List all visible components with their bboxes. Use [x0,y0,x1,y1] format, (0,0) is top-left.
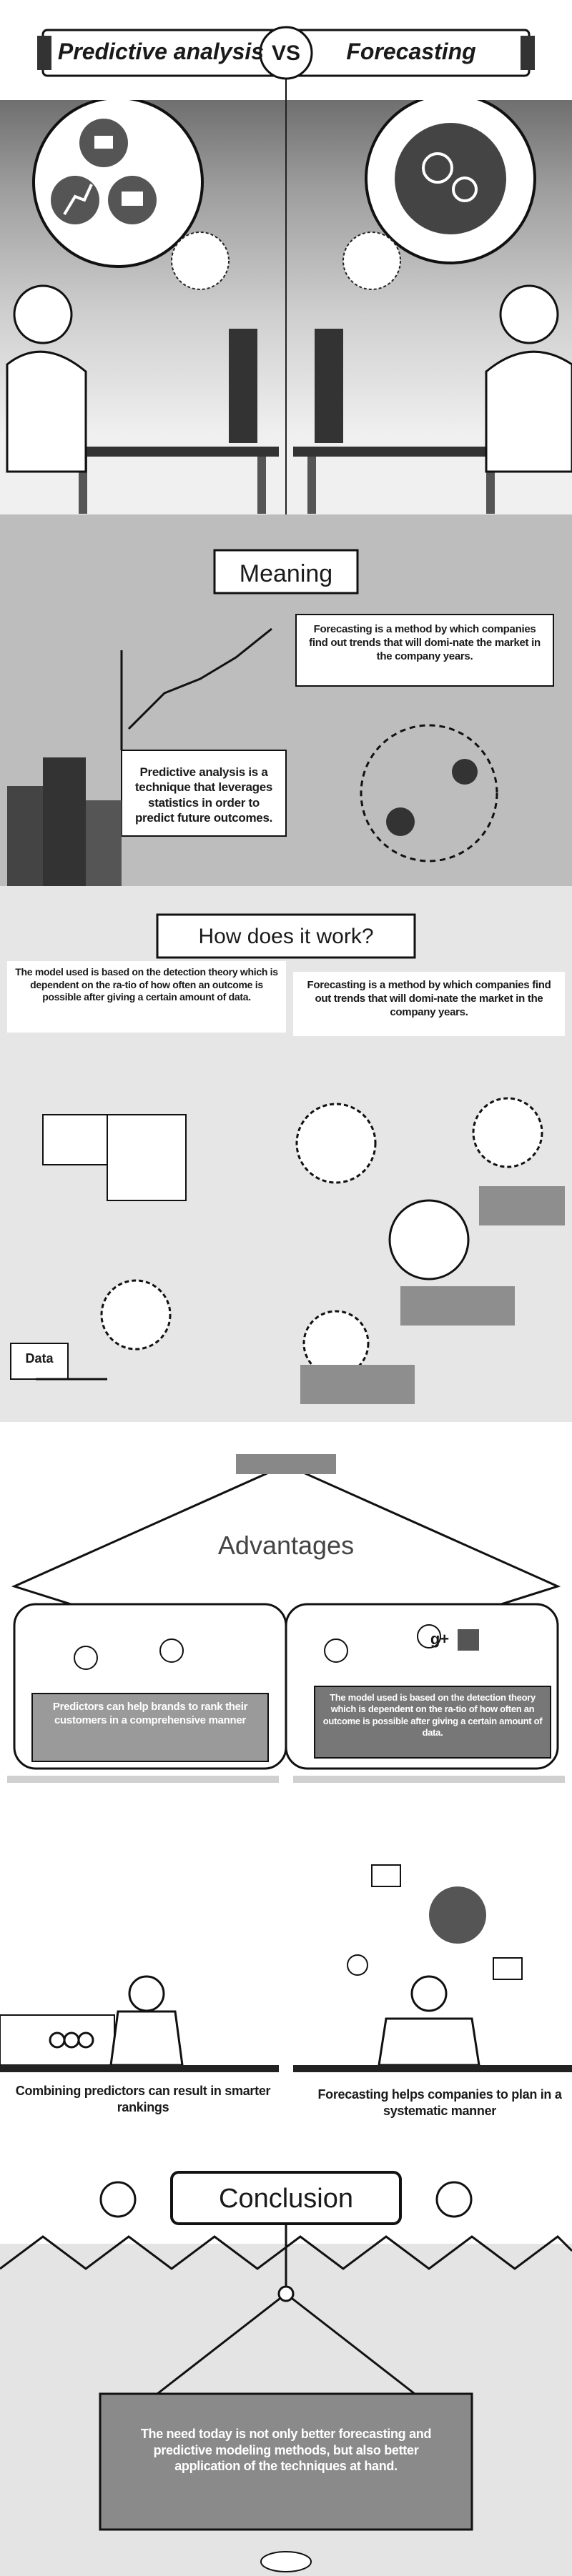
how-it-works-right-text: Forecasting is a method by which compani… [307,979,551,1018]
google-plus-icon: g+ [430,1630,450,1648]
benefits-section: Combining predictors can result in smart… [0,1836,572,2151]
how-it-works-illustration [7,913,565,1404]
vs-label: VS [271,41,301,65]
hero-illustration [6,100,572,514]
benefits-illustration [0,1864,572,2072]
how-it-works-title: How does it work? [198,925,374,948]
advantages-right-text: The model used is based on the detection… [322,1692,543,1738]
advantages-title: Advantages [217,1531,355,1560]
advantages-left-text: Predictors can help brands to rank their… [52,1701,248,1726]
benefit-left-caption: Combining predictors can result in smart… [15,2084,271,2114]
benefit-right-caption: Forecasting helps companies to plan in a… [317,2087,562,2118]
conclusion-title: Conclusion [219,2184,353,2214]
hero-section [0,100,572,514]
advantages-illustration [7,1454,565,1783]
header-section: Predictive analysis VS Forecasting [0,0,572,100]
meaning-section: Meaning Forecasting is a method by which… [0,514,572,886]
header-banner-shape [37,26,535,100]
conclusion-text: The need today is not only better foreca… [140,2427,432,2473]
forecasting-title: Forecasting [346,39,476,64]
how-it-works-section: How does it work? The model used is base… [0,886,572,1422]
data-label: Data [25,1351,54,1366]
how-it-works-left-text: The model used is based on the detection… [15,966,278,1003]
predictive-analysis-title: Predictive analysis [57,39,265,64]
advantages-section: Advantages Predictors can help brands to… [0,1422,572,1836]
conclusion-section: Conclusion The need today is not only be… [0,2151,572,2576]
meaning-forecasting-text: Forecasting is a method by which compani… [309,623,541,662]
conclusion-illustration [0,2151,572,2572]
meaning-title: Meaning [239,560,333,587]
meaning-predictive-text: Predictive analysis is a technique that … [134,765,273,825]
meaning-illustration [7,549,554,886]
